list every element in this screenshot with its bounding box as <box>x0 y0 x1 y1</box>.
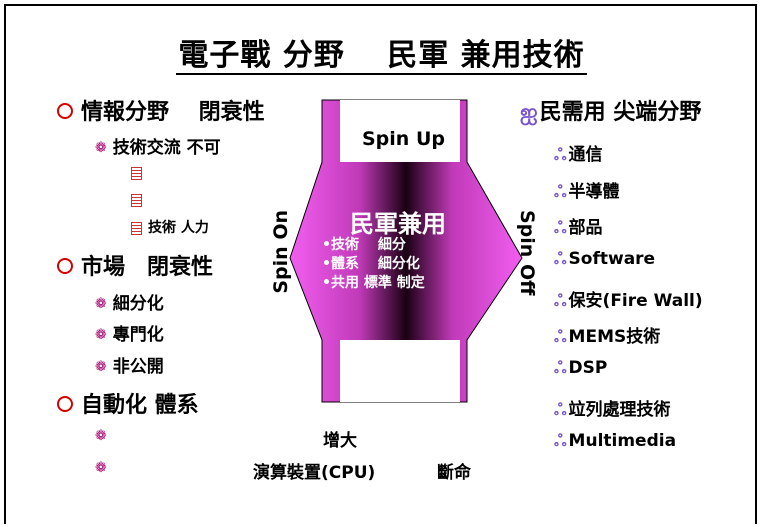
spin-on-label: Spin On <box>270 210 292 294</box>
flower-bullet-icon: ❁ <box>95 140 107 156</box>
center-line: •共用 標準 制定 <box>322 275 425 291</box>
bottom-line2a: 演算裝置(CPU) <box>253 463 376 483</box>
bottom-window <box>340 340 460 402</box>
ring-bullet-icon <box>57 103 73 119</box>
top-window <box>340 100 460 162</box>
flower-bullet-icon: ❁ <box>95 359 107 375</box>
slide-frame <box>4 4 757 524</box>
slide-title: 電子戰 分野 民軍 兼用技術 <box>176 38 587 75</box>
center-line: •體系 細分化 <box>322 256 420 272</box>
swirl-bullet-icon: ஃ <box>554 400 567 419</box>
ring-bullet-icon <box>57 396 73 412</box>
doc-item <box>131 165 148 181</box>
left-subitem: ❁技術交流 不可 <box>95 138 221 158</box>
flower-bullet-icon: ❁ <box>95 327 107 343</box>
spin-off-label: Spin Off <box>516 210 538 296</box>
left-item-info: 情報分野 閉衰性 <box>57 94 265 126</box>
document-icon <box>131 221 142 235</box>
swirl-bullet-icon: ஃ <box>554 327 567 346</box>
doc-item: 技術 人力 <box>131 217 209 237</box>
document-icon <box>131 193 142 207</box>
swirl-bullet-icon: ஃ <box>554 182 567 201</box>
swirl-bullet-icon: ஐ <box>520 100 538 125</box>
swirl-bullet-icon: ஃ <box>554 431 567 450</box>
flower-bullet-icon: ❁ <box>95 296 107 312</box>
ring-bullet-icon <box>57 258 73 274</box>
swirl-bullet-icon: ஃ <box>554 249 567 268</box>
document-icon <box>131 166 142 180</box>
left-subitem: ❁專門化 <box>95 325 164 345</box>
swirl-bullet-icon: ஃ <box>554 358 567 377</box>
left-item-market: 市場 閉衰性 <box>57 249 213 281</box>
left-subitem: ❁ <box>95 426 113 446</box>
left-item-automation: 自動化 體系 <box>57 387 199 419</box>
doc-item <box>131 192 148 208</box>
swirl-bullet-icon: ஃ <box>554 218 567 237</box>
swirl-bullet-icon: ஃ <box>554 291 567 310</box>
left-subitem: ❁非公開 <box>95 357 164 377</box>
bottom-line1: 增大 <box>323 431 357 451</box>
center-line: •技術 細分 <box>322 237 406 253</box>
left-subitem: ❁細分化 <box>95 294 164 314</box>
swirl-bullet-icon: ஃ <box>554 145 567 164</box>
right-heading: ஐ民需用 尖端分野 <box>520 100 702 125</box>
left-subitem: ❁ <box>95 458 113 478</box>
bottom-line2b: 斷命 <box>437 463 471 483</box>
spin-up-label: Spin Up <box>362 128 445 150</box>
flower-bullet-icon: ❁ <box>95 428 107 444</box>
center-heading: 民軍兼用 <box>350 210 446 238</box>
flower-bullet-icon: ❁ <box>95 460 107 476</box>
arrow-shape <box>289 99 523 403</box>
